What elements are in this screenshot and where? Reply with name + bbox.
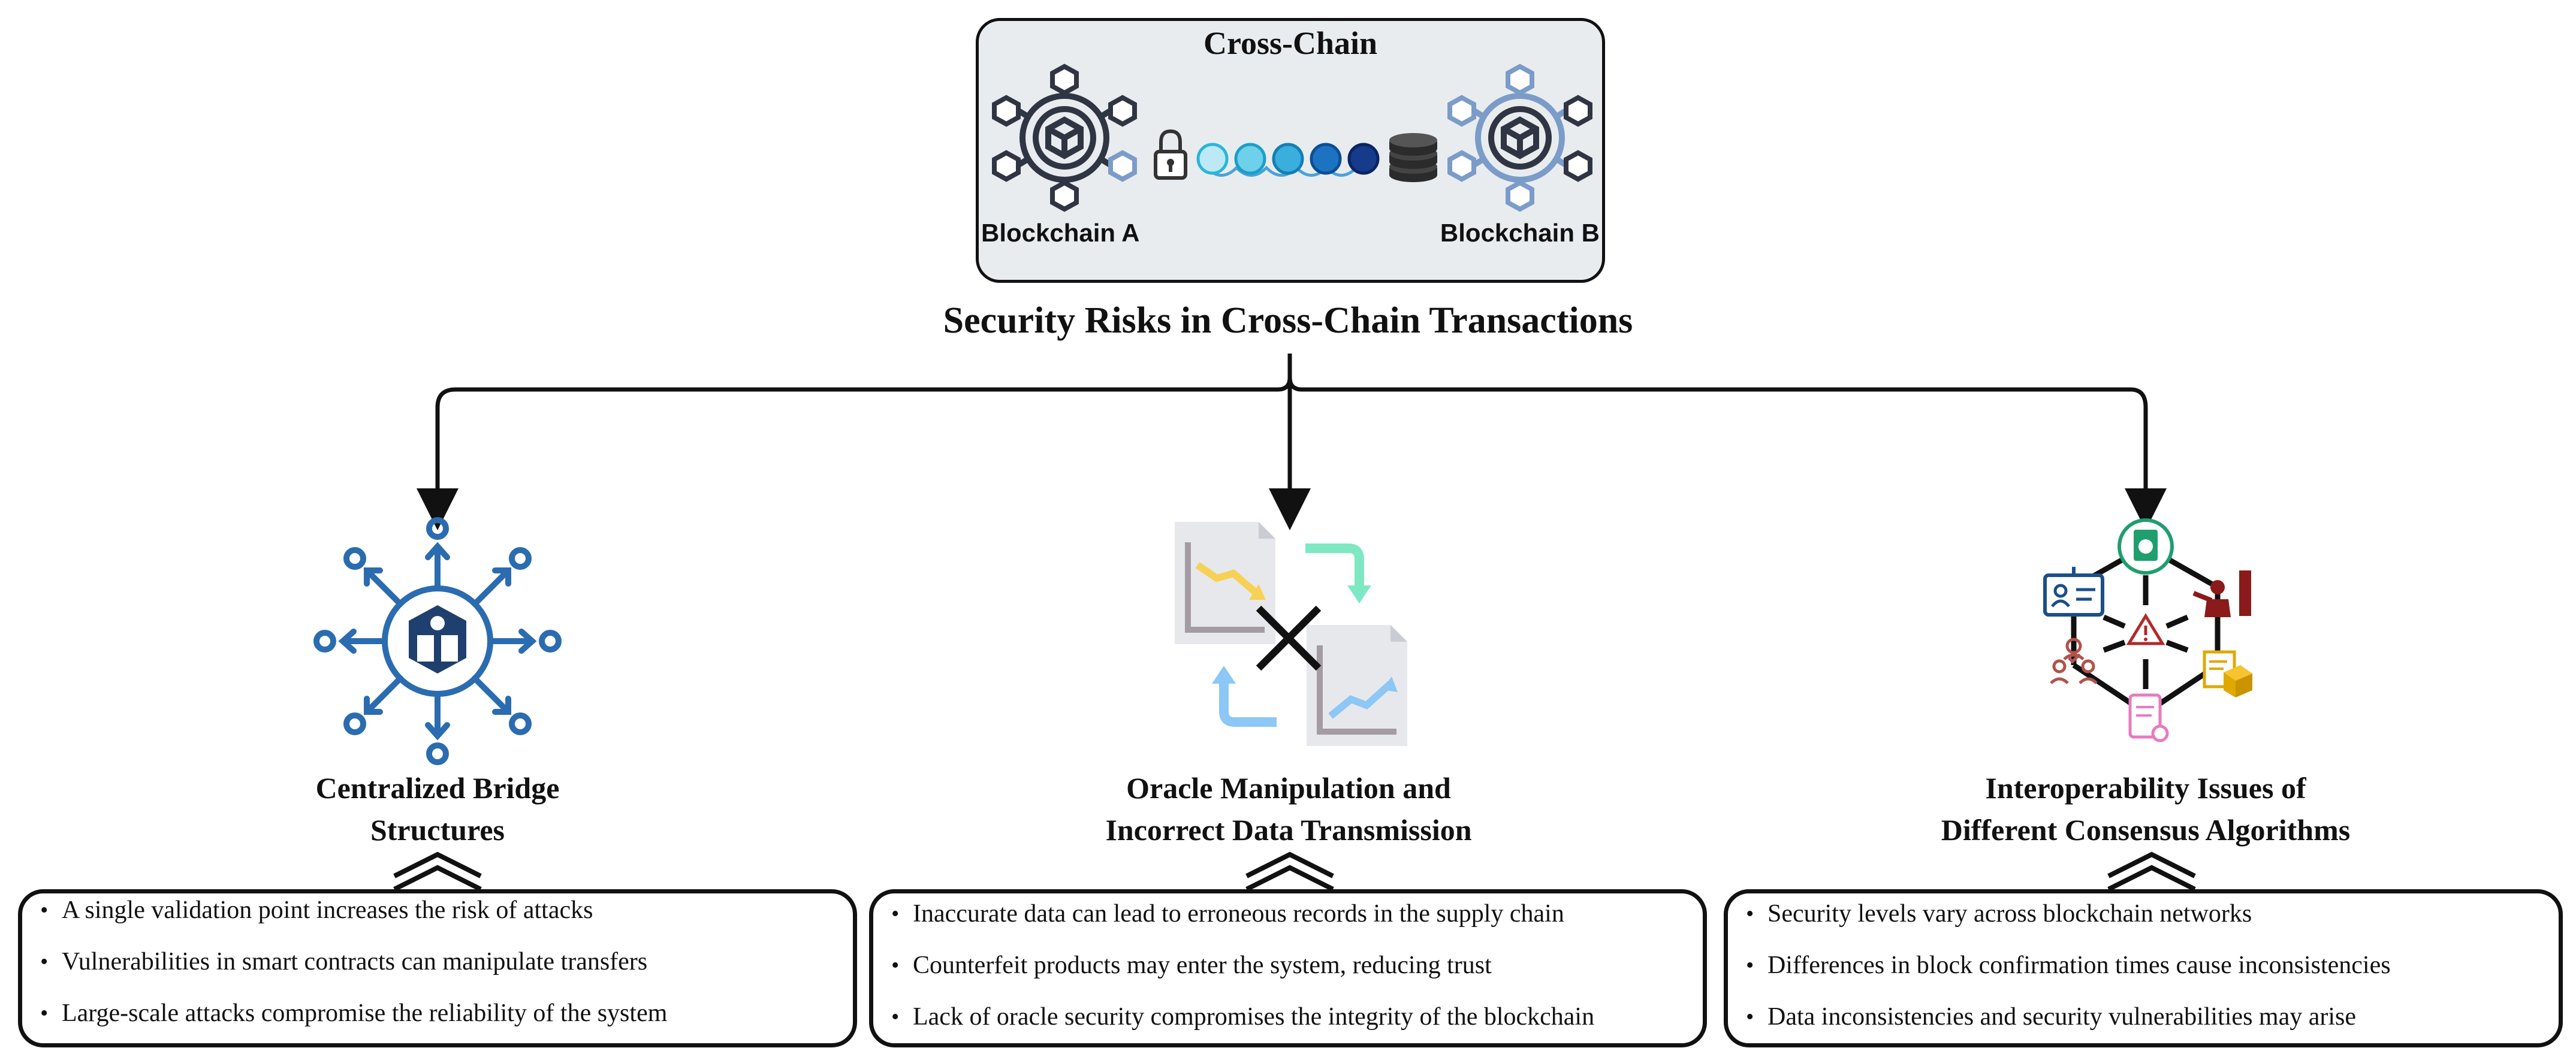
branch-title-line: Centralized Bridge: [315, 771, 560, 805]
list-item: A single validation point increases the …: [22, 895, 853, 926]
list-item: Vulnerabilities in smart contracts can m…: [22, 946, 853, 977]
branch-title-line: Different Consensus Algorithms: [1941, 813, 2351, 847]
token-chain-icon: [1196, 143, 1380, 177]
blockchain-b-icon: [1447, 64, 1592, 212]
branch-title-oracle-manipulation: Oracle Manipulation and Incorrect Data T…: [989, 767, 1588, 851]
double-chevron-up-icon: [393, 851, 482, 892]
blockchain-b-label: Blockchain B: [1440, 219, 1600, 247]
oracle-data-swap-icon: [1175, 522, 1407, 746]
lock-icon: [1154, 129, 1187, 180]
cross-chain-title: Cross-Chain: [1203, 25, 1378, 61]
branch-title-interoperability: Interoperability Issues of Different Con…: [1846, 767, 2445, 851]
cross-chain-panel: Cross-Chain: [976, 18, 1605, 283]
branch-title-line: Incorrect Data Transmission: [1105, 813, 1472, 847]
interoperability-network-icon: [2043, 518, 2252, 742]
blockchain-a-label: Blockchain A: [981, 219, 1140, 247]
list-item: Security levels vary across blockchain n…: [1728, 898, 2559, 929]
main-title: Security Risks in Cross-Chain Transactio…: [943, 300, 1633, 341]
list-item: Lack of oracle security compromises the …: [873, 1001, 1703, 1032]
centralized-hub-icon: [313, 517, 562, 765]
branch-title-line: Interoperability Issues of: [1985, 771, 2306, 805]
blockchain-a-icon: [992, 64, 1137, 212]
double-chevron-up-icon: [2107, 851, 2196, 892]
double-chevron-up-icon: [1245, 851, 1334, 892]
list-item: Differences in block confirmation times …: [1728, 950, 2559, 981]
branch-title-centralized-bridge: Centralized Bridge Structures: [198, 767, 677, 851]
oracle-manipulation-risks-panel: Inaccurate data can lead to erroneous re…: [869, 889, 1707, 1047]
list-item: Large-scale attacks compromise the relia…: [22, 998, 853, 1029]
list-item: Counterfeit products may enter the syste…: [873, 950, 1703, 981]
branch-title-line: Structures: [370, 813, 505, 847]
coin-stack-icon: [1389, 133, 1437, 182]
centralized-bridge-risks-panel: A single validation point increases the …: [18, 889, 857, 1047]
arrow-to-interop: [1287, 377, 2167, 530]
branch-title-line: Oracle Manipulation and: [1126, 771, 1451, 805]
list-item: Inaccurate data can lead to erroneous re…: [873, 898, 1703, 929]
split-connector: [417, 354, 1292, 530]
list-item: Data inconsistencies and security vulner…: [1728, 1001, 2559, 1032]
interoperability-risks-panel: Security levels vary across blockchain n…: [1724, 889, 2563, 1047]
